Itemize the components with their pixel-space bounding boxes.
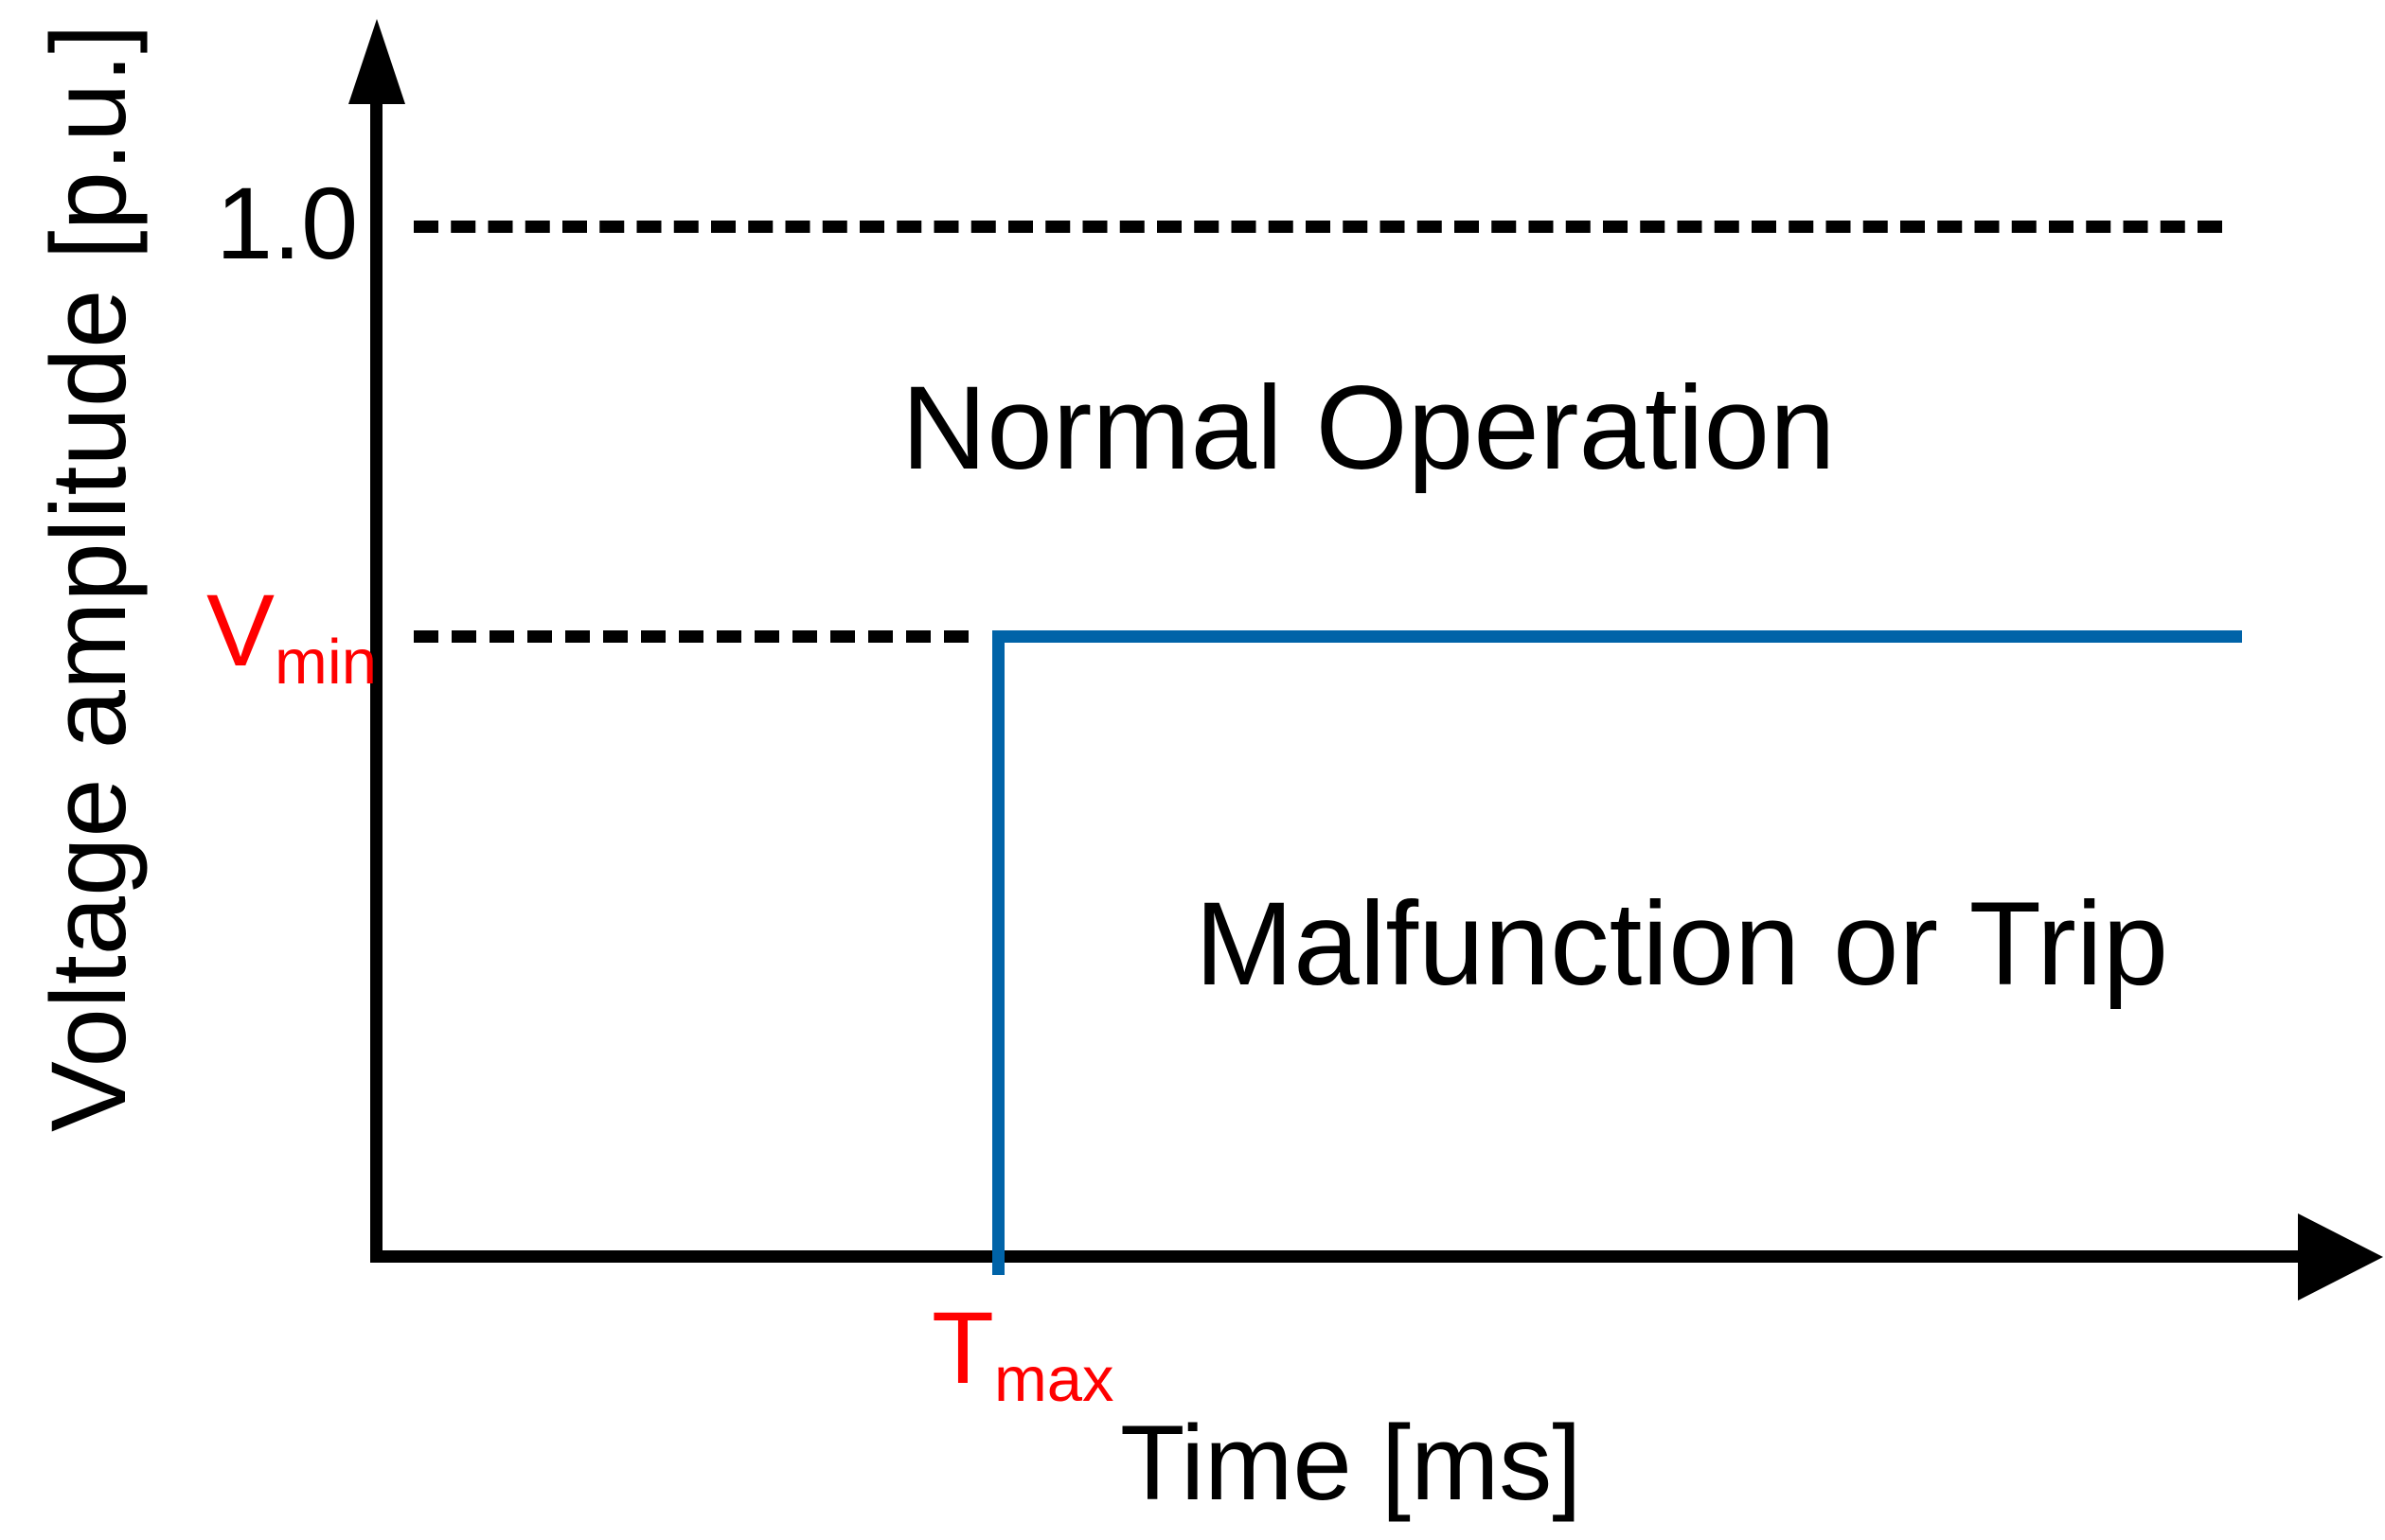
y-axis-line — [370, 85, 383, 1263]
x-tick-label-tmax-base: T — [932, 1290, 994, 1405]
curve-horizontal-segment — [992, 630, 2242, 643]
x-axis-title: Time [ms] — [1120, 1404, 1582, 1522]
y-tick-label-vmin-base: V — [206, 573, 276, 687]
region-label-malfunction-or-trip: Malfunction or Trip — [1195, 878, 2169, 1010]
curve-vertical-segment — [992, 630, 1005, 1275]
y-axis-title: Voltage amplitude [p.u.] — [29, 24, 148, 1132]
vmin-reference-line — [414, 630, 969, 643]
y-axis-arrowhead-icon — [348, 19, 405, 104]
y-tick-label-vmin: Vmin — [206, 579, 377, 694]
x-tick-label-tmax-subscript: max — [993, 1343, 1114, 1415]
y-tick-label-vmin-subscript: min — [275, 626, 377, 698]
x-tick-label-tmax: Tmax — [932, 1297, 1113, 1411]
x-axis-line — [370, 1250, 2317, 1263]
region-label-normal-operation: Normal Operation — [901, 363, 1836, 494]
x-axis-arrowhead-icon — [2298, 1213, 2383, 1301]
nominal-voltage-reference-line — [414, 221, 2222, 233]
y-tick-label-nominal: 1.0 — [216, 166, 359, 280]
